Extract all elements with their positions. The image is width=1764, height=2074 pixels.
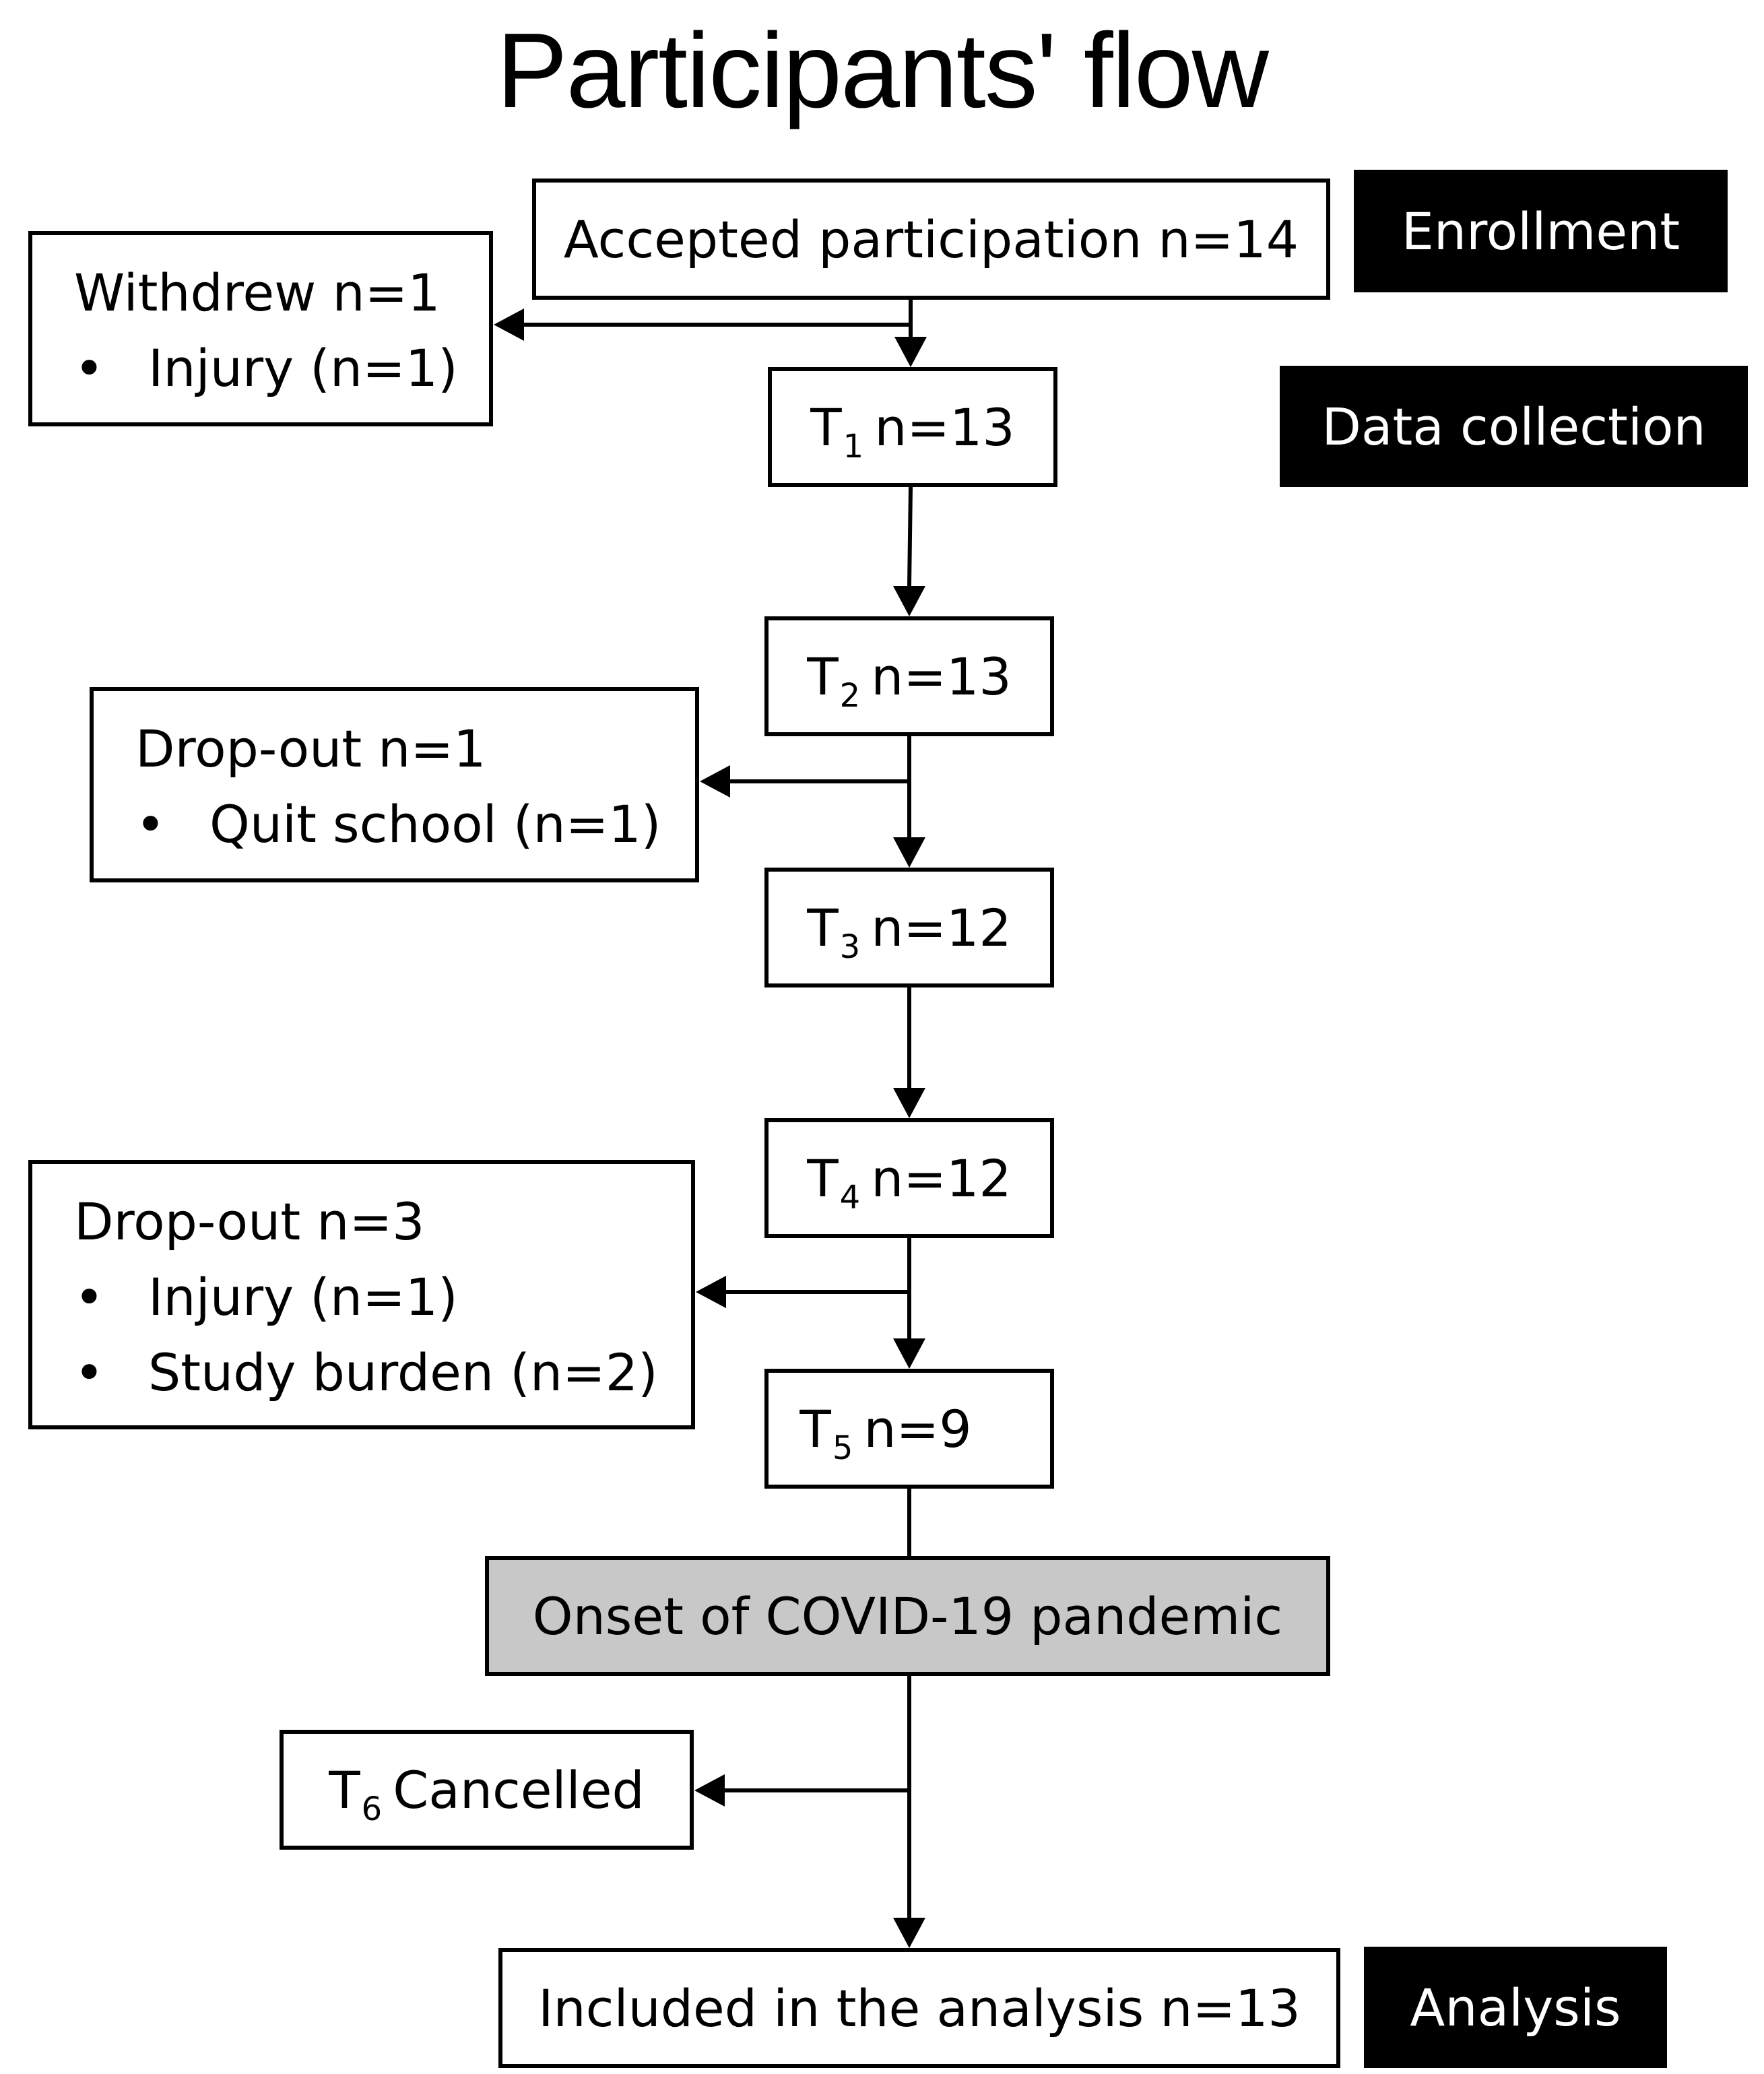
withdrew-box: Withdrew n=1 •Injury (n=1) <box>28 231 493 426</box>
phase-analysis: Analysis <box>1364 1947 1667 2068</box>
dropout3-box: Drop-out n=3 •Injury (n=1) •Study burden… <box>28 1160 695 1429</box>
dropout3-bullet-item: •Injury (n=1) <box>74 1267 458 1327</box>
dropout3-heading: Drop-out n=3 <box>74 1192 425 1252</box>
included-analysis-box: Included in the analysis n=13 <box>498 1948 1340 2068</box>
dropout1-box: Drop-out n=1 •Quit school (n=1) <box>90 687 699 882</box>
dropout1-heading: Drop-out n=1 <box>135 719 486 779</box>
arrowhead <box>894 337 927 367</box>
included-analysis-label: Included in the analysis n=13 <box>538 1978 1301 2038</box>
phase-enrollment: Enrollment <box>1354 170 1728 292</box>
arrowhead <box>696 1276 726 1308</box>
dropout1-bullet-item: •Quit school (n=1) <box>135 794 661 854</box>
arrowhead <box>893 837 925 868</box>
arrowhead <box>893 1088 925 1118</box>
withdrew-bullet-item: •Injury (n=1) <box>74 338 458 398</box>
arrowhead <box>494 309 524 341</box>
arrowhead <box>893 1918 925 1948</box>
arrowhead <box>893 1338 925 1369</box>
connector-line <box>907 486 913 587</box>
page-title: Participants' flow <box>496 11 1269 130</box>
accepted-participation-box: Accepted participation n=14 <box>532 179 1330 300</box>
arrowhead <box>694 1774 725 1807</box>
withdrew-heading: Withdrew n=1 <box>74 263 440 323</box>
accepted-participation-label: Accepted participation n=14 <box>563 209 1299 269</box>
covid-onset-box: Onset of COVID-19 pandemic <box>485 1556 1330 1676</box>
covid-onset-label: Onset of COVID-19 pandemic <box>532 1586 1283 1646</box>
phase-data-collection: Data collection <box>1280 366 1748 487</box>
dropout3-bullet-item: •Study burden (n=2) <box>74 1342 658 1402</box>
arrowhead <box>893 586 925 616</box>
arrowhead <box>700 765 730 798</box>
